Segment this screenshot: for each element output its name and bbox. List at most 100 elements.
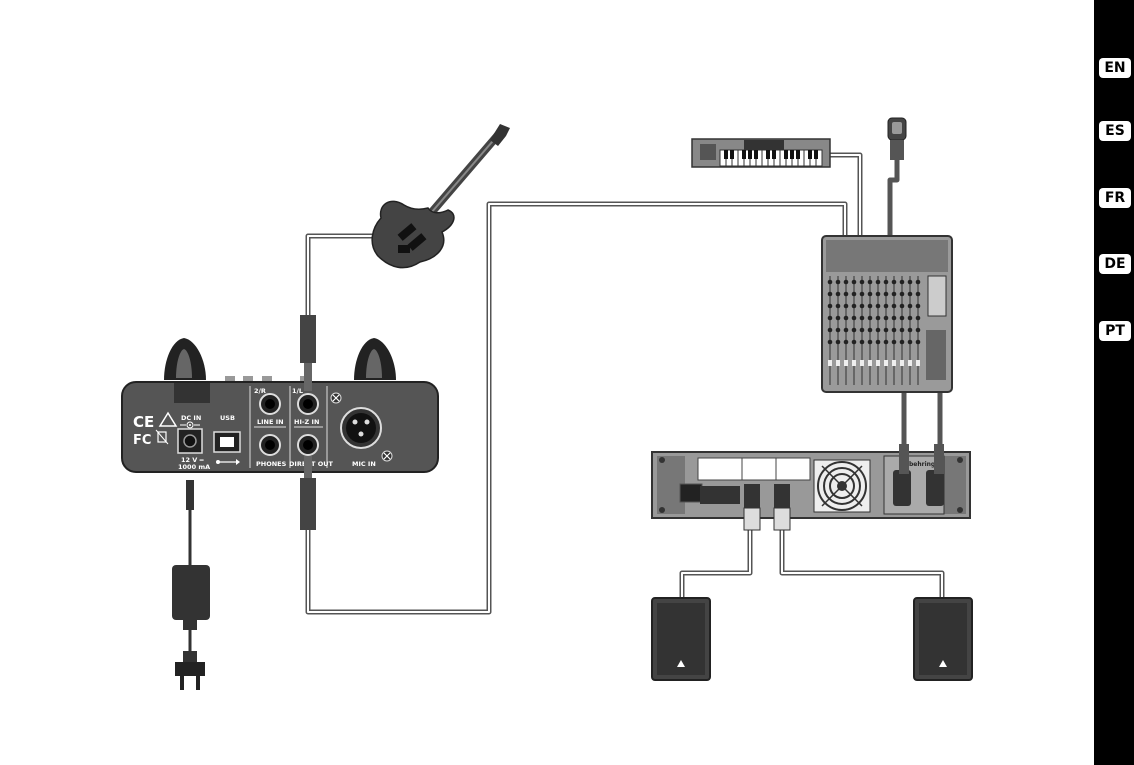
mixer-fader[interactable] [884, 360, 888, 366]
mixer-knob[interactable] [892, 280, 897, 285]
speaker-output-right[interactable] [774, 484, 790, 508]
mixer-knob[interactable] [828, 340, 833, 345]
mixer-knob[interactable] [828, 304, 833, 309]
amp-power-inlet[interactable] [680, 484, 702, 502]
mixer-knob[interactable] [908, 292, 913, 297]
mixer-knob[interactable] [884, 340, 889, 345]
mixer-knob[interactable] [908, 304, 913, 309]
mixer-fader[interactable] [836, 360, 840, 366]
lang-tab-es[interactable]: ES [1099, 121, 1131, 141]
mixer-knob[interactable] [852, 304, 857, 309]
mic-cable [890, 158, 897, 240]
mixer-knob[interactable] [836, 304, 841, 309]
speaker-right [914, 598, 972, 680]
mixer-knob[interactable] [884, 292, 889, 297]
mixer-knob[interactable] [876, 304, 881, 309]
amp-input-right[interactable] [926, 470, 944, 506]
mixer-knob[interactable] [876, 328, 881, 333]
mixer-knob[interactable] [916, 328, 921, 333]
mixer-knob[interactable] [892, 304, 897, 309]
mixer-fader[interactable] [908, 360, 912, 366]
mixer-knob[interactable] [860, 280, 865, 285]
audio-interface: CE FC DC IN 12 V ═ 1000 mA USB [122, 315, 438, 530]
speaker-output-left[interactable] [744, 484, 760, 508]
mixer-knob[interactable] [852, 316, 857, 321]
mixer-knob[interactable] [844, 316, 849, 321]
mixer-knob[interactable] [892, 340, 897, 345]
mixer-knob[interactable] [860, 292, 865, 297]
mixer-knob[interactable] [868, 292, 873, 297]
lang-tab-pt[interactable]: PT [1099, 321, 1131, 341]
mixer-knob[interactable] [868, 316, 873, 321]
mixer-knob[interactable] [836, 328, 841, 333]
mixer-knob[interactable] [908, 328, 913, 333]
mixer-knob[interactable] [916, 340, 921, 345]
mixer-knob[interactable] [876, 316, 881, 321]
mixer-knob[interactable] [860, 316, 865, 321]
mixer-knob[interactable] [836, 292, 841, 297]
mixer-knob[interactable] [916, 292, 921, 297]
mixer-fader[interactable] [916, 360, 920, 366]
mixer-fader[interactable] [868, 360, 872, 366]
mixer-knob[interactable] [844, 280, 849, 285]
mic-in-label: MIC IN [352, 460, 376, 468]
mixer-knob[interactable] [916, 304, 921, 309]
mixer-knob[interactable] [828, 316, 833, 321]
mixer-knob[interactable] [908, 340, 913, 345]
mixer-knob[interactable] [900, 340, 905, 345]
lang-tab-fr[interactable]: FR [1099, 188, 1131, 208]
mixer-fader[interactable] [860, 360, 864, 366]
usb-label: USB [220, 414, 235, 422]
mixer-knob[interactable] [884, 328, 889, 333]
mixer-knob[interactable] [836, 316, 841, 321]
mixer-knob[interactable] [884, 304, 889, 309]
mixer-knob[interactable] [884, 280, 889, 285]
mixer-knob[interactable] [868, 328, 873, 333]
speaker-cable-right [782, 530, 942, 600]
mixer-knob[interactable] [828, 292, 833, 297]
mixer-knob[interactable] [844, 328, 849, 333]
mixer-knob[interactable] [836, 340, 841, 345]
amp-input-left[interactable] [893, 470, 911, 506]
mixer-knob[interactable] [916, 316, 921, 321]
mixer-knob[interactable] [916, 280, 921, 285]
mixer-fader[interactable] [844, 360, 848, 366]
mixer-fader[interactable] [892, 360, 896, 366]
mixer-knob[interactable] [900, 304, 905, 309]
mixer-knob[interactable] [900, 280, 905, 285]
mixer-knob[interactable] [876, 292, 881, 297]
mixer-knob[interactable] [876, 280, 881, 285]
mixer-fader[interactable] [852, 360, 856, 366]
mixer-knob[interactable] [900, 292, 905, 297]
mixer-knob[interactable] [852, 292, 857, 297]
mixer-knob[interactable] [868, 304, 873, 309]
mixer-knob[interactable] [860, 304, 865, 309]
mixer-knob[interactable] [852, 328, 857, 333]
mixer-knob[interactable] [828, 280, 833, 285]
mixer-knob[interactable] [908, 280, 913, 285]
mixer-knob[interactable] [892, 292, 897, 297]
lang-tab-en[interactable]: EN [1099, 58, 1131, 78]
mixer-knob[interactable] [892, 328, 897, 333]
mixer-knob[interactable] [844, 340, 849, 345]
mixer-knob[interactable] [852, 340, 857, 345]
mixer-knob[interactable] [908, 316, 913, 321]
mixer-fader[interactable] [876, 360, 880, 366]
mixer-knob[interactable] [884, 316, 889, 321]
mixer-knob[interactable] [860, 340, 865, 345]
mixer-knob[interactable] [900, 328, 905, 333]
mixer-fader[interactable] [828, 360, 832, 366]
mixer-knob[interactable] [828, 328, 833, 333]
mixer-knob[interactable] [900, 316, 905, 321]
mixer-knob[interactable] [876, 340, 881, 345]
mixer-knob[interactable] [836, 280, 841, 285]
mixer-knob[interactable] [844, 304, 849, 309]
mixer-knob[interactable] [852, 280, 857, 285]
mixer-knob[interactable] [844, 292, 849, 297]
mixer-knob[interactable] [860, 328, 865, 333]
mixer-fader[interactable] [900, 360, 904, 366]
mixer-knob[interactable] [868, 340, 873, 345]
mixer-knob[interactable] [892, 316, 897, 321]
lang-tab-de[interactable]: DE [1099, 254, 1131, 274]
mixer-knob[interactable] [868, 280, 873, 285]
